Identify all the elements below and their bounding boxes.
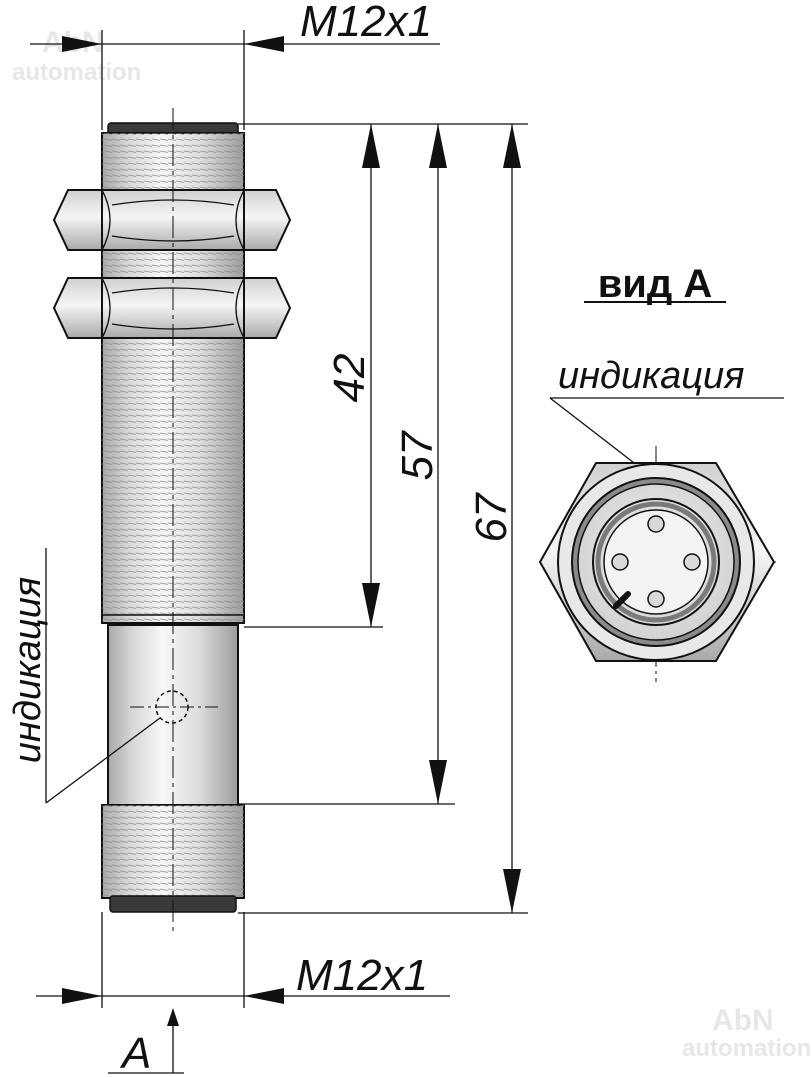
- indication-label-right: индикация: [558, 355, 744, 397]
- thread-label-top: M12x1: [300, 0, 432, 46]
- watermark-bottom-right: AbN automation: [682, 1004, 811, 1062]
- pin-2: [611, 553, 629, 571]
- lock-nut-upper: [52, 189, 292, 251]
- view-title: вид А: [598, 262, 713, 306]
- watermark-subtitle: automation: [682, 1035, 811, 1062]
- dimension-67: 67: [467, 492, 516, 542]
- dimension-lines: [30, 30, 528, 1074]
- pin-1: [647, 515, 665, 533]
- sensor-side-view: [52, 108, 292, 935]
- pin-4: [647, 590, 665, 608]
- indication-leader-left: [45, 717, 161, 804]
- pin-3: [683, 553, 701, 571]
- dimension-57: 57: [393, 430, 442, 480]
- indication-leader-right: [549, 397, 639, 467]
- lock-nut-lower: [52, 277, 292, 339]
- watermark-subtitle: automation: [12, 59, 141, 86]
- connector-end-view: [538, 446, 776, 682]
- indication-label-left: индикация: [7, 577, 49, 763]
- dimension-42: 42: [325, 354, 374, 403]
- watermark-logo: AbN: [712, 1004, 774, 1037]
- coding-key: [613, 591, 631, 609]
- thread-label-bottom: M12x1: [296, 951, 428, 1000]
- view-marker-label: А: [119, 1029, 151, 1077]
- watermark-top-left: AbN automation: [12, 26, 141, 86]
